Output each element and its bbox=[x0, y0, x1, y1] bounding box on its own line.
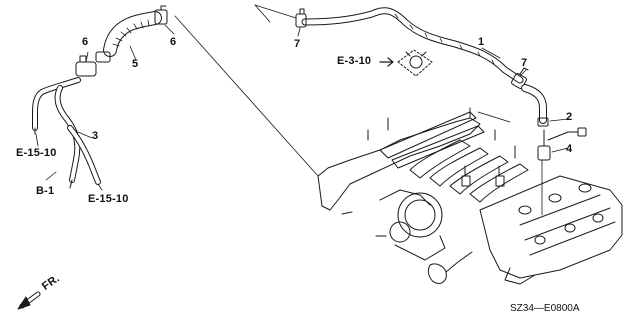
ref-b-1: B-1 bbox=[36, 185, 55, 197]
pipe-3 bbox=[32, 77, 101, 189]
hose-2 bbox=[521, 84, 549, 127]
callout-4: 4 bbox=[566, 143, 573, 155]
ref-e-3-10: E-3-10 bbox=[337, 55, 372, 67]
callout-7b: 7 bbox=[521, 57, 528, 69]
callout-5: 5 bbox=[132, 58, 139, 70]
clamp-6-upper bbox=[154, 5, 168, 25]
diagram-code: SZ34—E0800A bbox=[510, 303, 580, 314]
ref-e-15-10-left: E-15-10 bbox=[16, 147, 57, 159]
callout-3: 3 bbox=[92, 130, 99, 142]
clamp-7-top bbox=[295, 8, 307, 28]
hose-1 bbox=[301, 7, 524, 84]
callout-6a: 6 bbox=[82, 36, 89, 48]
pcv-valve-4 bbox=[537, 127, 587, 161]
callout-1: 1 bbox=[478, 36, 485, 48]
front-arrow-icon bbox=[17, 291, 41, 310]
callout-2: 2 bbox=[566, 111, 573, 123]
callout-7a: 7 bbox=[294, 38, 301, 50]
e-3-10-part bbox=[397, 49, 433, 77]
clamp-7-right bbox=[511, 67, 529, 89]
clamp-6-left bbox=[75, 51, 111, 77]
intake-manifold bbox=[317, 107, 623, 285]
ref-e-15-10-bottom: E-15-10 bbox=[88, 193, 129, 205]
leader-lines bbox=[35, 4, 569, 216]
callout-6b: 6 bbox=[170, 36, 177, 48]
hose-5 bbox=[103, 11, 162, 57]
